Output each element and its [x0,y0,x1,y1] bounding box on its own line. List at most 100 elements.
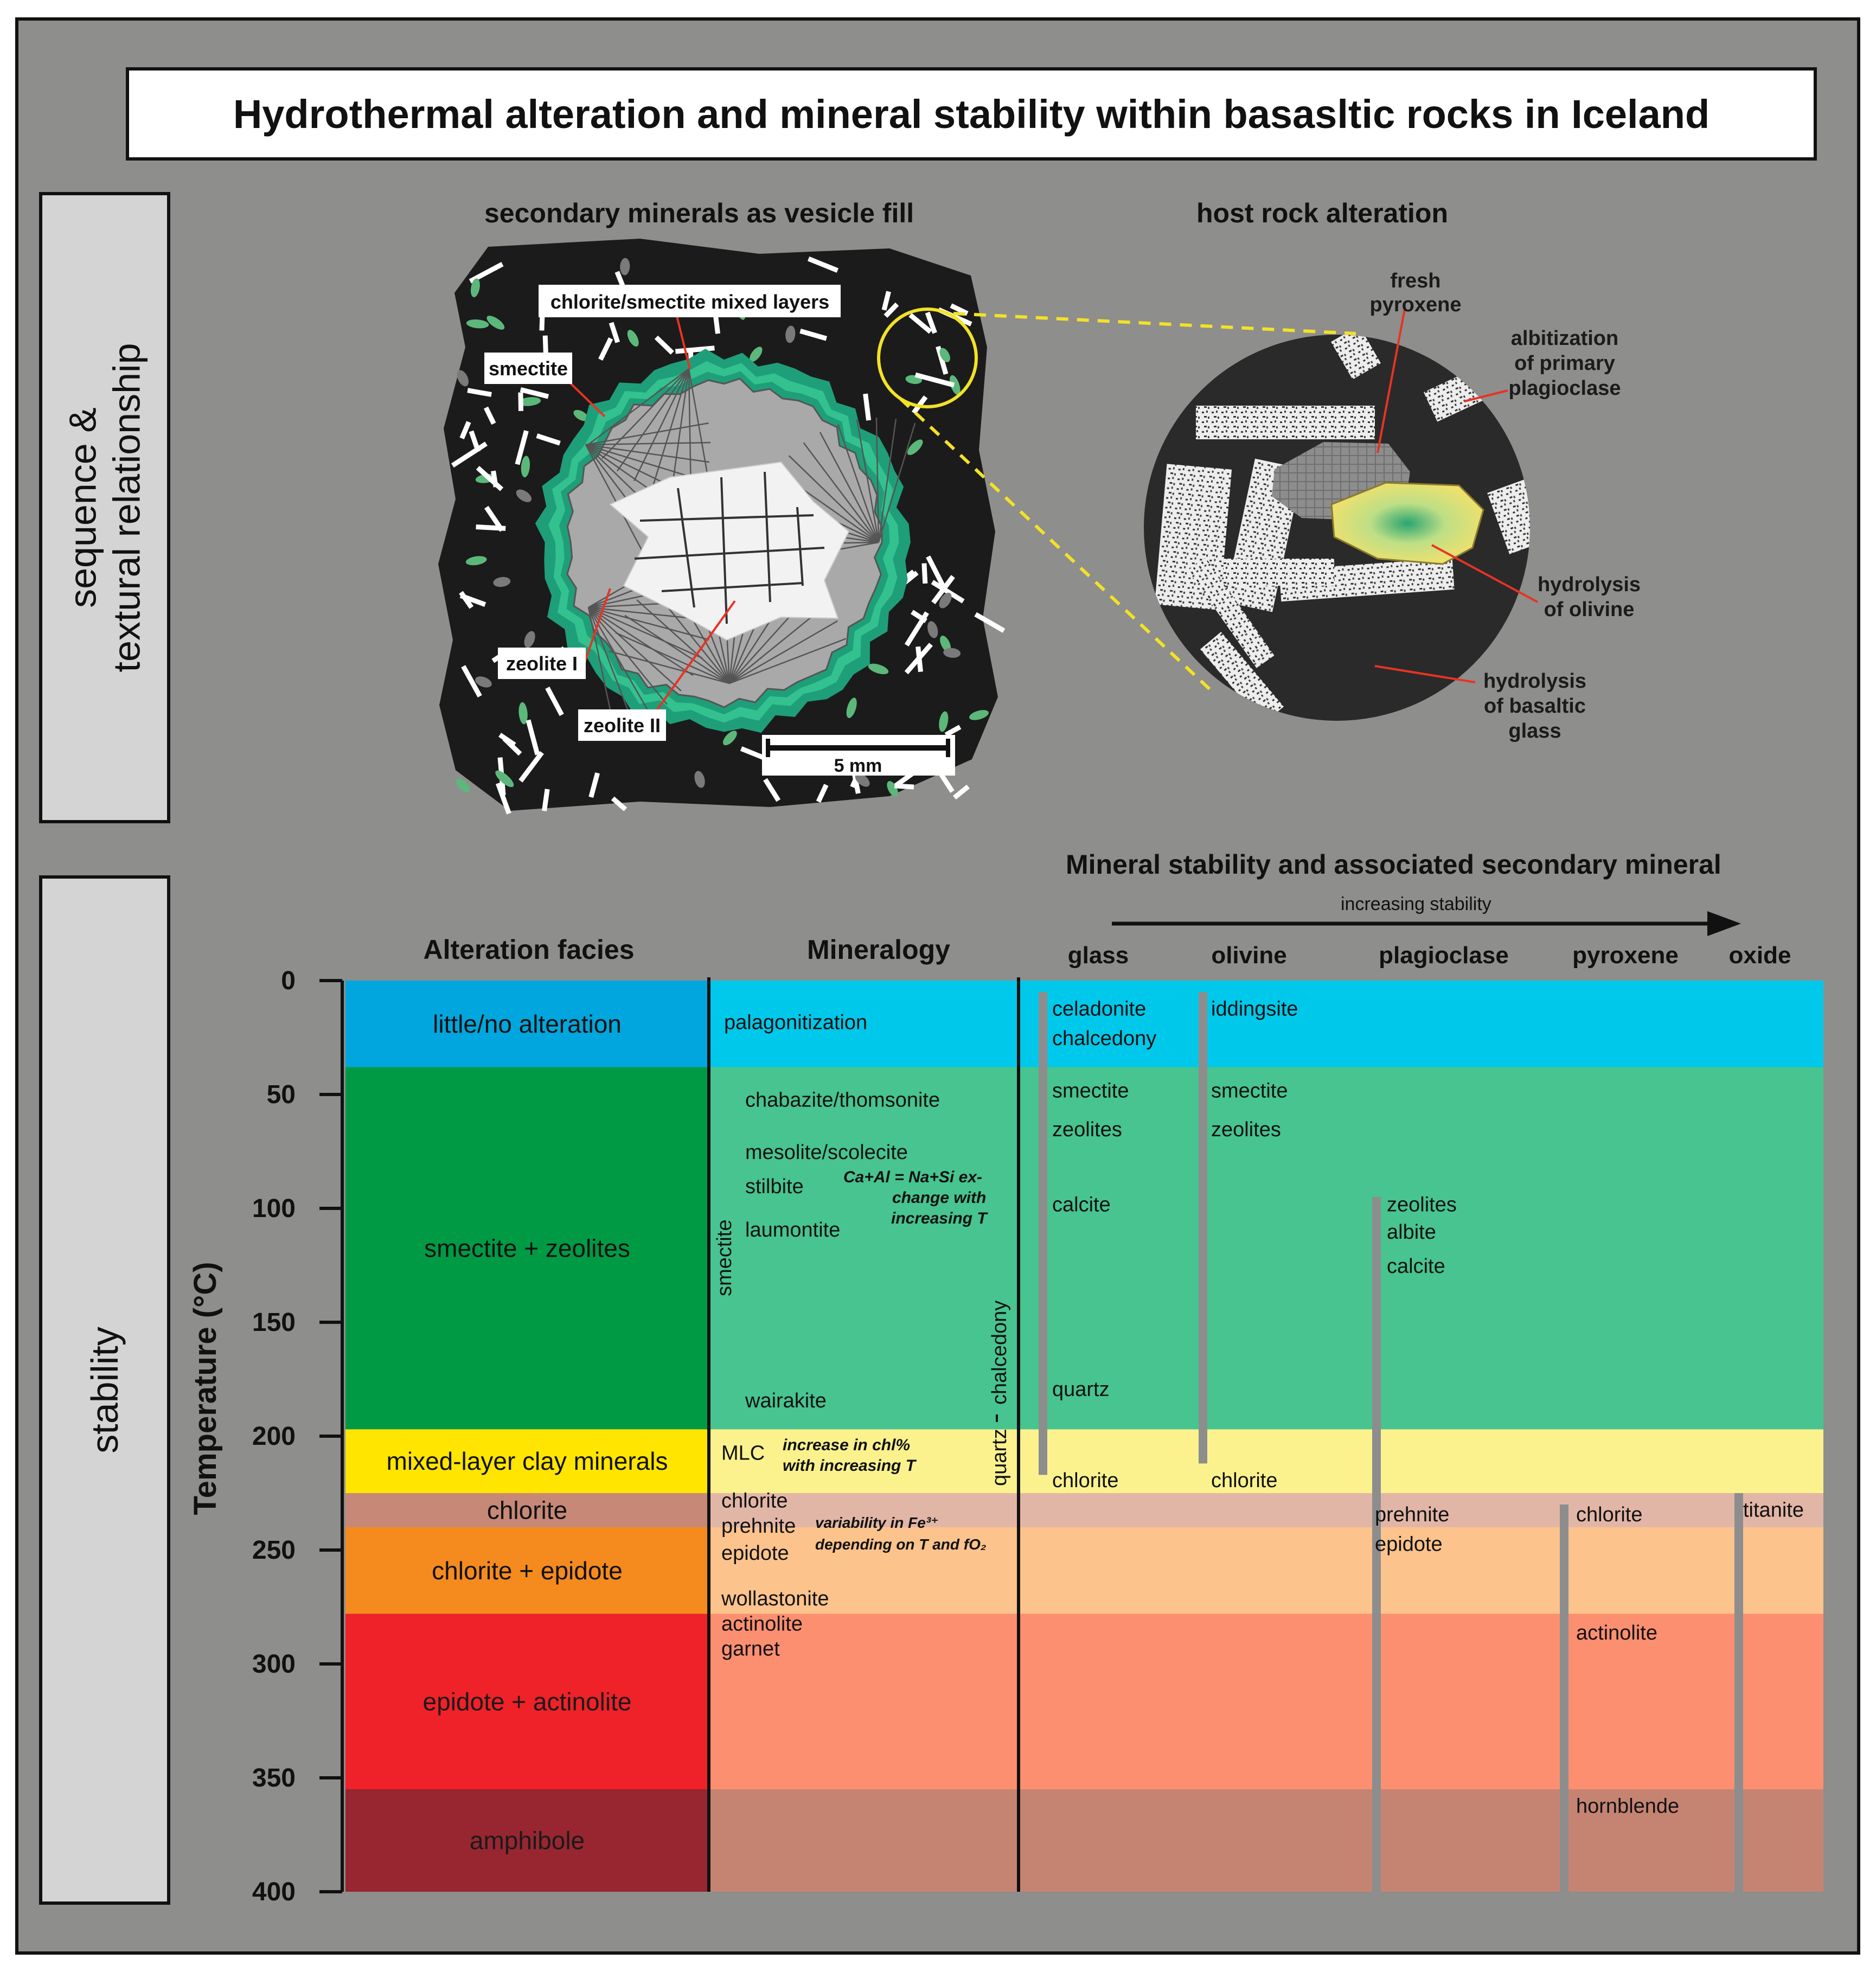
phase-header-plagioclase: plagioclase [1379,942,1509,969]
zoom-line-top [953,312,1356,335]
mineralogy-label: palagonitization [724,1011,867,1034]
plagioclase-lath [467,388,492,397]
mineralogy-label: MLC [721,1442,765,1464]
fan-line [729,620,838,684]
olivine-grain [846,697,857,718]
olivine-grain [466,319,489,329]
plagioclase-lath [459,591,474,609]
phase-label-olivine: iddingsite [1211,997,1298,1020]
plagioclase-lath [518,392,523,411]
facies-label: amphibole [470,1827,585,1855]
label-box-zeolite-i [498,648,586,679]
plagioclase-lath [518,751,544,783]
y-tick-label: 200 [252,1422,296,1451]
olivine-grain [627,330,639,347]
fan-line [588,368,689,445]
olivine-grain [950,375,961,395]
plagioclase-lath [936,345,949,375]
label-hydrolysis-glass-line1: hydrolysis [1483,670,1586,693]
plagioclase-lath [944,725,962,737]
olivine-grain [969,710,989,720]
phase-header-olivine: olivine [1211,942,1286,969]
plagioclase-lath [451,441,488,468]
olivine-grain [518,397,541,406]
zone-band [709,1067,1823,1430]
plagioclase-lath [931,580,965,604]
label-box-smectite [484,353,572,384]
label-box-cs [539,285,841,317]
vesicle-leader-lines [566,311,736,720]
facies-label: chlorite [487,1496,567,1525]
stability-bars [1039,992,1743,1892]
phase-label-plagioclase: epidote [1375,1533,1443,1555]
plagioclase-lath [542,789,550,811]
facies-band [345,1789,709,1892]
facies-label: smectite + zeolites [424,1234,630,1263]
label-albitization-line2: of primary [1514,352,1615,375]
stability-bar-pyroxene [1560,1504,1568,1892]
y-tick-label: 300 [252,1650,296,1679]
fan-line [588,606,709,641]
plagioclase-lath [883,302,899,318]
phase-label-glass: quartz [1052,1378,1110,1401]
plagioclase-lath [654,335,674,355]
label-fresh-line2: pyroxene [1370,293,1462,316]
olivine-grain [940,635,951,652]
phase-label-pyroxene: hornblende [1576,1795,1679,1817]
label-hydrolysis-olivine-line1: hydrolysis [1538,573,1641,596]
phase-header-glass: glass [1068,942,1129,969]
zone-band [709,1527,1823,1614]
plagioclase-lath [502,737,522,756]
plagioclase-lath [881,291,891,311]
mineralogy-label: wairakite [745,1390,827,1412]
facies-band [345,1429,709,1493]
phase-label-glass: smectite [1052,1080,1129,1103]
y-tick-label: 250 [252,1536,296,1565]
note-exchange: increasing T [891,1209,988,1227]
phase-header-pyroxene: pyroxene [1572,942,1679,969]
plagioclase-lath [974,612,1006,633]
plagioclase-lath [914,372,955,388]
plagioclase-crystal [1196,406,1375,439]
facies-band [345,1067,709,1430]
mineralogy-label: epidote [721,1542,789,1565]
plagioclase-lath [461,665,482,697]
y-tick-label: 0 [281,966,296,995]
olivine-grain [939,348,950,362]
plagioclase-lath [921,563,928,584]
arrow-label: increasing stability [1341,894,1491,914]
fan-line [588,606,703,659]
label-chlorite-smectite: chlorite/smectite mixed layers [550,291,829,313]
zeolite-ii-core [609,461,850,641]
mineralogy-label: mesolite/scolecite [745,1141,908,1164]
sequence-side-panel: sequence & textural relationship [39,192,170,823]
pyroxene-grain [620,258,630,276]
scale-bar-box [762,735,955,776]
y-tick-label: 400 [252,1878,296,1906]
facies-band [345,1614,709,1789]
plagioclase-lath [953,784,970,800]
vesicle-heading: secondary minerals as vesicle fill [484,198,914,228]
fan-line [585,441,711,446]
host-rock-crystals [1154,335,1530,721]
olivine-grain [456,779,470,792]
note-exchange: Ca+Al = Na+Si ex- [843,1168,982,1186]
plagioclase-crystal [1188,558,1275,668]
stability-bar-olivine [1199,992,1207,1464]
olivine-grain [887,781,898,797]
phase-label-plagioclase: calcite [1387,1255,1445,1278]
plagioclase-lath [863,393,872,421]
plagioclase-lath [598,337,613,361]
olivine-grain [868,663,889,675]
facies-band [345,1493,709,1527]
fan-line [875,417,880,543]
plagioclase-crystal [1487,476,1530,554]
pyroxene-grain [516,489,532,502]
plagioclase-lath [609,322,620,343]
phase-label-oxide: titanite [1743,1499,1804,1521]
facies-label: epidote + actinolite [423,1687,632,1715]
